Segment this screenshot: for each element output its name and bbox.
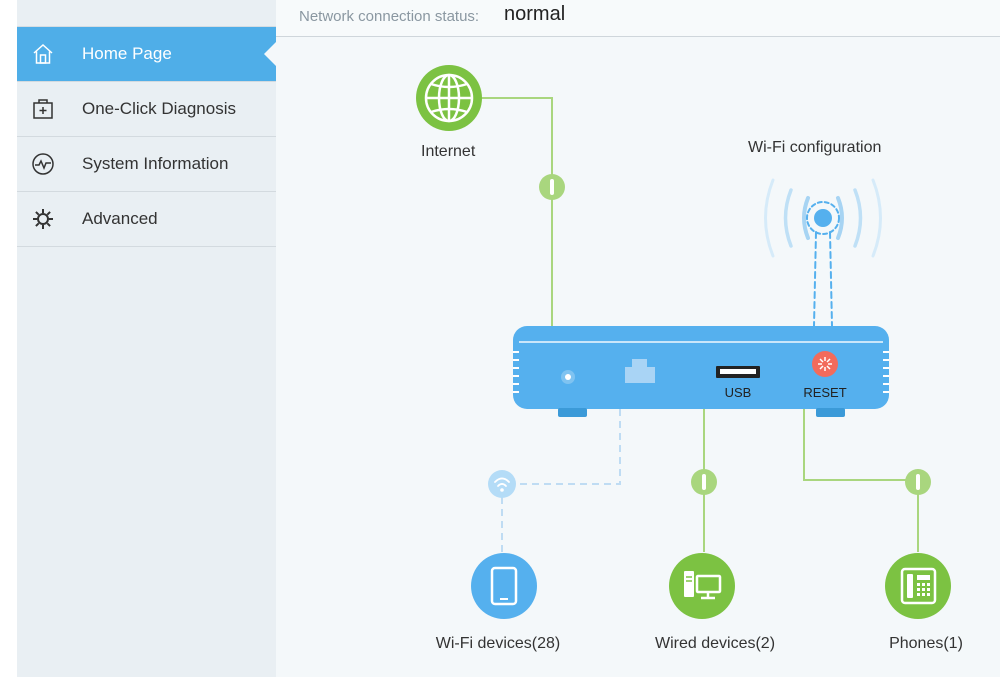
internet-globe-icon[interactable] [416,65,482,131]
reset-button-icon[interactable] [812,351,838,377]
sidebar-item-label: Advanced [82,209,158,228]
wifi-devices-icon[interactable] [471,553,537,619]
wired-devices-label[interactable]: Wired devices(2) [655,635,775,652]
main-content: Network connection status: normal Intern… [276,0,1000,677]
status-bar: Network connection status: normal [276,0,1000,37]
power-port-icon [561,370,575,384]
network-diagram: Internet Wi-Fi configuration [416,65,963,652]
sidebar: Home Page One-Click Diagnosis System Inf… [17,0,276,677]
internet-label[interactable]: Internet [421,143,476,160]
sidebar-item-label: Home Page [82,44,172,63]
wired-devices-icon[interactable] [669,553,735,619]
router-device [513,326,889,417]
pulse-icon [31,152,55,176]
ethernet-port-icon [625,359,655,383]
sidebar-item-one-click-diagnosis[interactable]: One-Click Diagnosis [17,82,276,137]
reset-label: RESET [803,385,846,400]
usb-label: USB [725,385,752,400]
phones-label[interactable]: Phones(1) [889,635,963,652]
wifi-config-label[interactable]: Wi-Fi configuration [748,139,881,156]
status-value: normal [504,3,566,25]
sidebar-item-home-page[interactable]: Home Page [17,27,276,82]
phones-icon[interactable] [885,553,951,619]
sidebar-item-label: System Information [82,154,229,173]
sidebar-top-strip [17,0,276,27]
medkit-icon [31,97,55,121]
sidebar-item-label: One-Click Diagnosis [82,99,236,118]
wifi-devices-label[interactable]: Wi-Fi devices(28) [436,635,560,652]
gear-icon [31,207,55,231]
sidebar-item-advanced[interactable]: Advanced [17,192,276,247]
wifi-devices-link [488,409,621,552]
sidebar-item-system-information[interactable]: System Information [17,137,276,192]
home-icon [31,42,55,66]
internet-link [480,97,565,326]
status-label: Network connection status: [299,8,480,25]
usb-port-icon[interactable] [716,366,760,378]
phones-link [803,409,931,552]
wired-devices-link [691,409,717,552]
wifi-antenna-icon[interactable] [764,178,882,327]
